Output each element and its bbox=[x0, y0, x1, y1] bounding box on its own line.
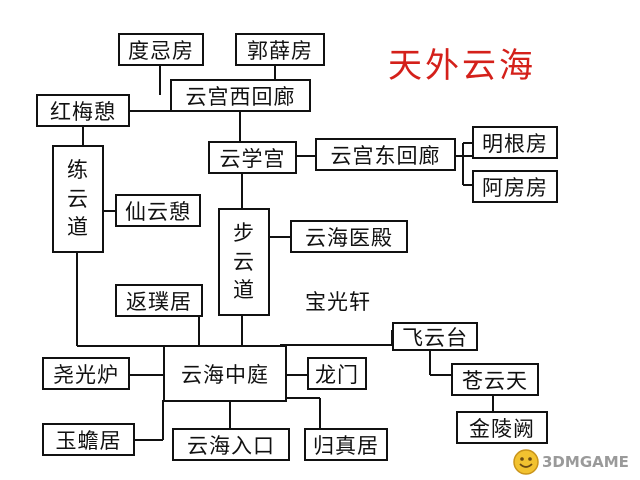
node-fanpu-ju: 返璞居 bbox=[115, 284, 203, 317]
node-yaoguang-lu: 尧光炉 bbox=[42, 357, 130, 390]
node-minggen-fang: 明根房 bbox=[472, 126, 558, 159]
watermark: 3DMGAME bbox=[512, 447, 629, 477]
node-label: 阿房房 bbox=[482, 175, 548, 200]
node-duji-fang: 度忌房 bbox=[118, 33, 204, 66]
node-label: 金陵阙 bbox=[469, 416, 535, 441]
node-yunxue-gong: 云学宫 bbox=[208, 141, 297, 174]
node-label: 龙门 bbox=[315, 362, 359, 387]
node-yungong-xi-huilang: 云宫西回廊 bbox=[170, 79, 311, 112]
node-guizhen-ju: 归真居 bbox=[304, 428, 388, 461]
node-feiyun-tai: 飞云台 bbox=[392, 322, 478, 351]
node-bu-yun-dao: 步 云 道 bbox=[218, 208, 270, 316]
node-afang-fang: 阿房房 bbox=[472, 170, 558, 203]
node-guoxue-fang: 郭薛房 bbox=[235, 33, 325, 66]
node-label: 云海中庭 bbox=[181, 362, 269, 387]
node-label: 归真居 bbox=[313, 433, 379, 458]
node-label: 郭薛房 bbox=[247, 38, 313, 63]
node-cang-yun-tian: 苍云天 bbox=[451, 363, 539, 396]
node-label-char: 云 bbox=[67, 186, 89, 211]
node-label: 玉蟾居 bbox=[55, 428, 122, 453]
node-yunhai-rukou: 云海入口 bbox=[172, 428, 290, 461]
node-label-char: 道 bbox=[67, 215, 89, 240]
node-label: 飞云台 bbox=[402, 325, 468, 350]
node-yuchan-ju: 玉蟾居 bbox=[42, 423, 135, 456]
node-label: 云宫东回廊 bbox=[330, 143, 441, 168]
node-label: 红梅憩 bbox=[50, 99, 116, 124]
node-label: 返璞居 bbox=[126, 289, 192, 314]
node-label: 苍云天 bbox=[462, 368, 528, 393]
node-yungong-dong-huilang: 云宫东回廊 bbox=[315, 138, 456, 171]
node-label-char: 练 bbox=[67, 158, 89, 183]
node-label: 仙云憩 bbox=[125, 199, 191, 224]
node-label-char: 道 bbox=[233, 278, 255, 303]
node-baoguang-xuan: 宝光轩 bbox=[305, 290, 371, 314]
node-label: 明根房 bbox=[482, 131, 548, 156]
node-label: 云宫西回廊 bbox=[185, 84, 296, 109]
node-label: 度忌房 bbox=[128, 38, 194, 63]
smiley-face-icon bbox=[513, 449, 539, 475]
node-hongmei-ji: 红梅憩 bbox=[36, 94, 130, 127]
node-label-char: 云 bbox=[233, 249, 255, 274]
node-yunhai-yidian: 云海医殿 bbox=[290, 220, 408, 253]
node-label: 尧光炉 bbox=[53, 362, 119, 387]
node-label-char: 步 bbox=[233, 221, 255, 246]
map-title: 天外云海 bbox=[388, 46, 536, 86]
node-yunhai-zhongting: 云海中庭 bbox=[163, 345, 287, 402]
node-jinling-que: 金陵阙 bbox=[456, 411, 548, 444]
node-label: 云海医殿 bbox=[305, 225, 393, 250]
node-label: 云学宫 bbox=[219, 146, 286, 171]
node-lian-yun-dao: 练 云 道 bbox=[52, 145, 104, 253]
node-xianyun-ji: 仙云憩 bbox=[115, 194, 201, 227]
node-label: 云海入口 bbox=[187, 433, 275, 458]
watermark-text: 3DMGAME bbox=[542, 453, 629, 471]
node-long-men: 龙门 bbox=[307, 357, 367, 390]
